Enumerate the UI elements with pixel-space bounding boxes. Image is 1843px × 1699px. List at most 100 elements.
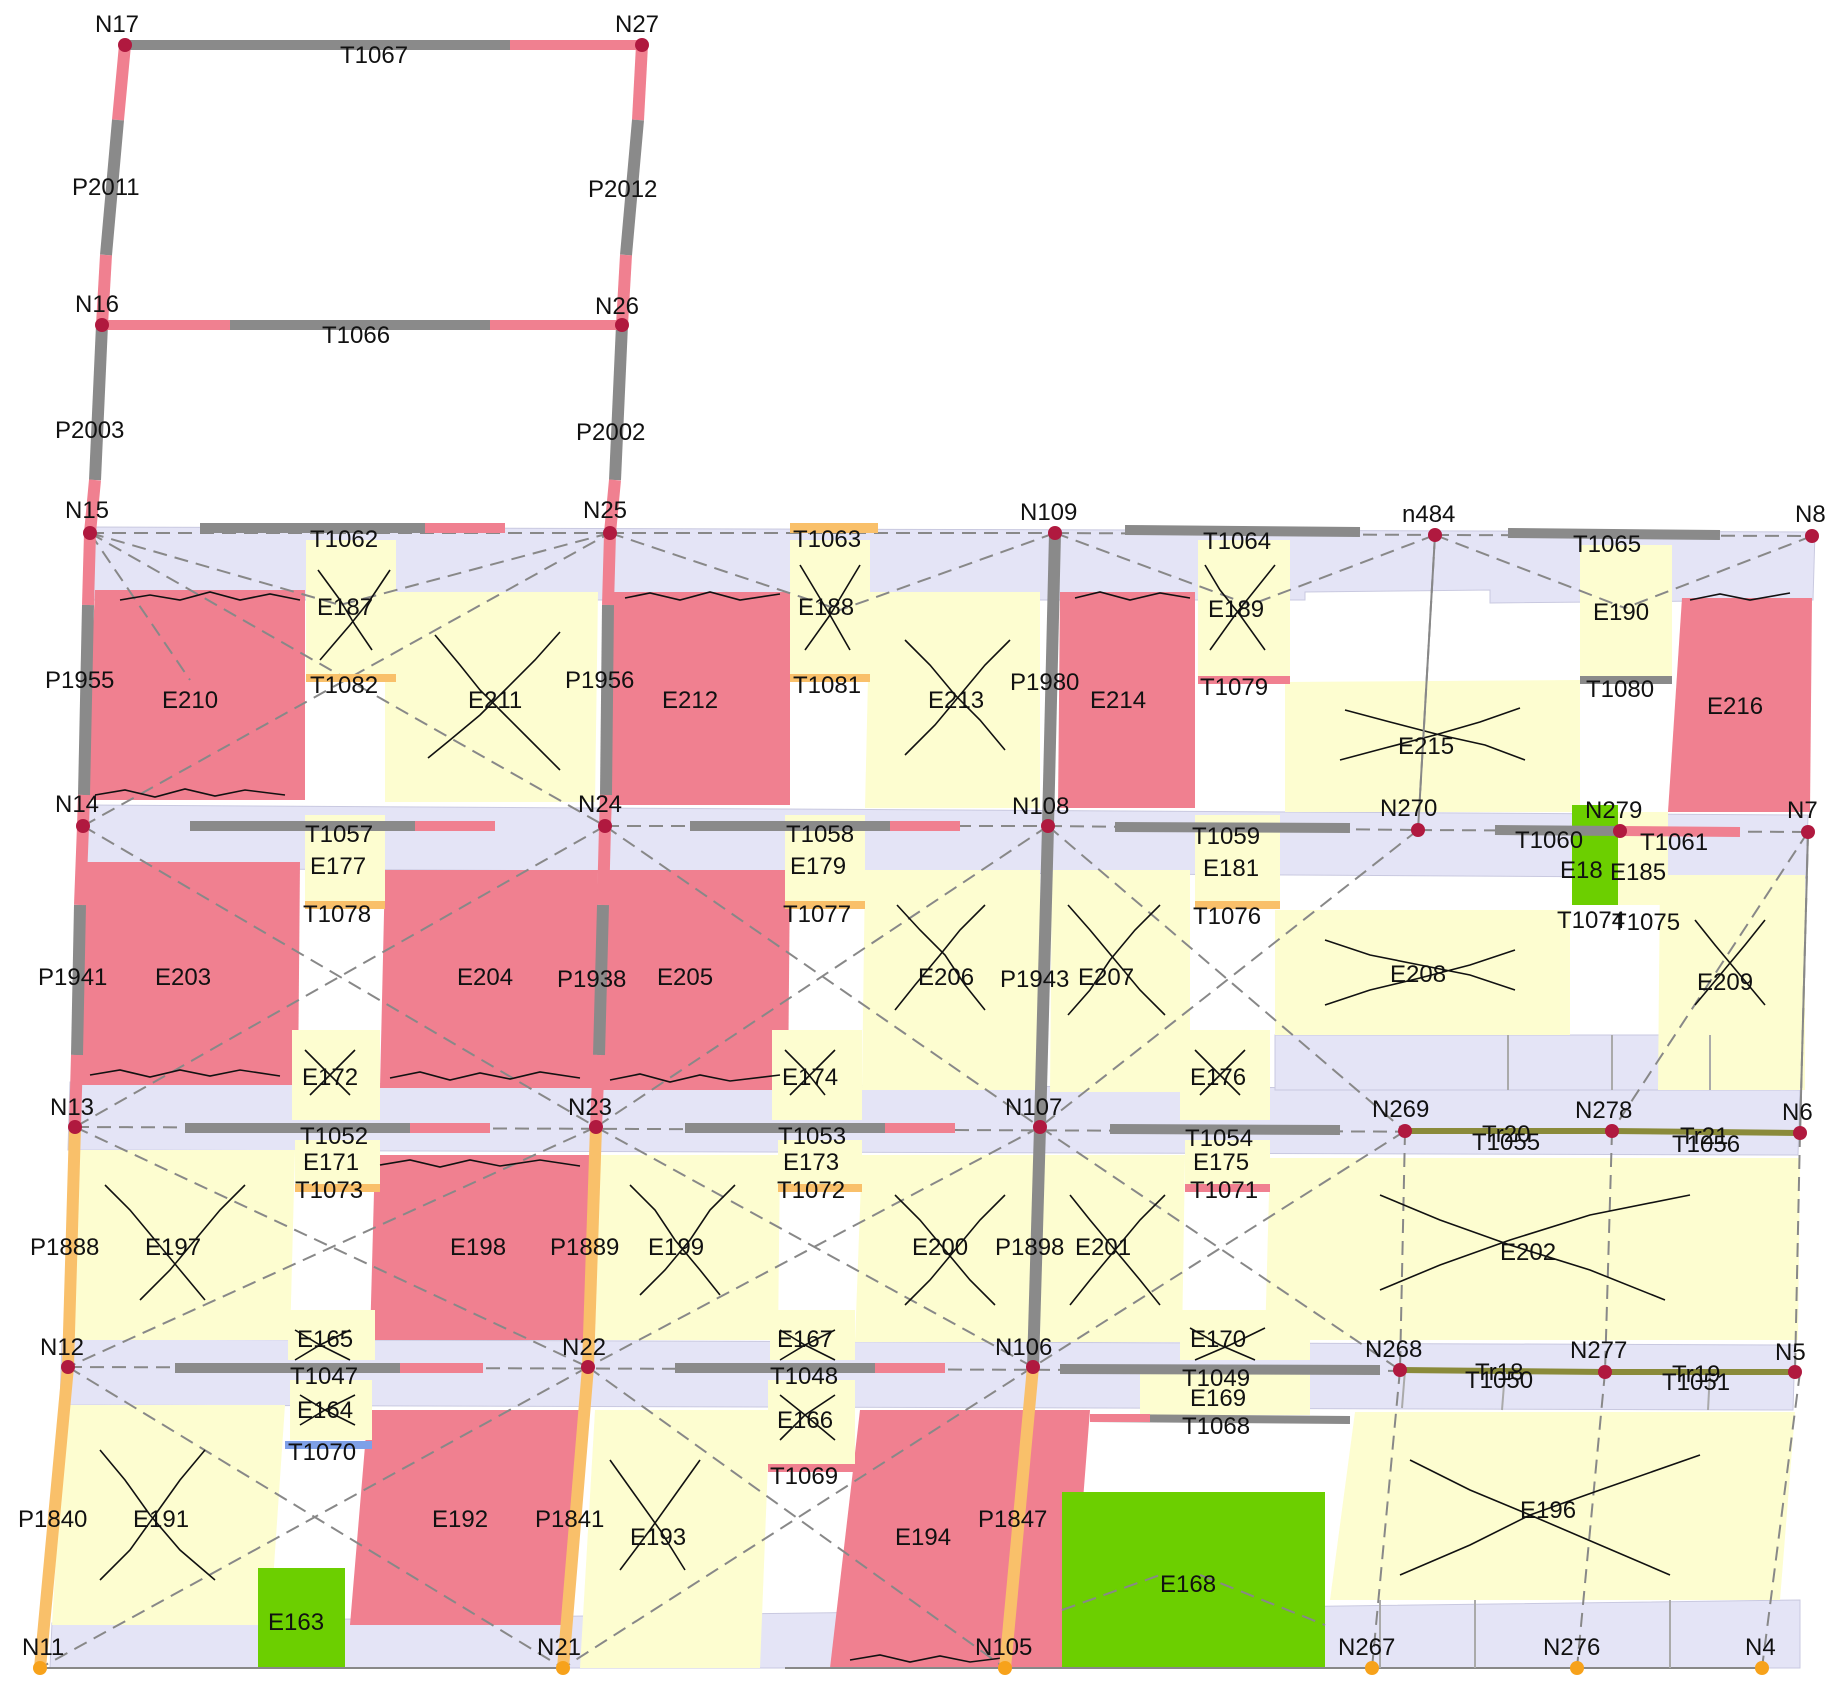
pier-P2011[interactable] — [112, 44, 131, 121]
pier-P1840[interactable] — [34, 1366, 74, 1669]
beam-T1054[interactable] — [1109, 1124, 1341, 1135]
beam-T1064[interactable] — [1124, 525, 1361, 537]
panel-E163[interactable] — [258, 1568, 345, 1668]
beam-T1061[interactable] — [1619, 826, 1741, 837]
panel-E216[interactable] — [1668, 598, 1812, 812]
pier-P2012[interactable] — [632, 44, 648, 121]
panel-E208[interactable] — [1275, 910, 1570, 1035]
node-N109[interactable] — [1048, 526, 1062, 540]
panel-E205[interactable] — [600, 870, 790, 1090]
pier-P1888[interactable] — [62, 1126, 81, 1368]
panel-E175[interactable] — [1185, 1140, 1270, 1190]
node-N15[interactable] — [83, 526, 97, 540]
beam-T1060[interactable] — [1494, 825, 1621, 836]
pier-P1938[interactable] — [593, 904, 609, 1056]
panel-label-E176: E176 — [1190, 1064, 1246, 1091]
panel-E214[interactable] — [1058, 592, 1195, 808]
panel-E179[interactable] — [785, 815, 865, 905]
node-N105[interactable] — [998, 1661, 1012, 1675]
pier-P1889[interactable] — [582, 1126, 602, 1368]
node-N4[interactable] — [1755, 1661, 1769, 1675]
panel-E170[interactable] — [1180, 1310, 1310, 1360]
panel-E174[interactable] — [772, 1030, 862, 1120]
panel-E167[interactable] — [770, 1310, 855, 1360]
panel-E168[interactable] — [1062, 1492, 1325, 1668]
pier-P1847[interactable] — [999, 1366, 1039, 1669]
node-N17[interactable] — [118, 38, 132, 52]
node-N268[interactable] — [1393, 1363, 1407, 1377]
beam-T1059[interactable] — [1114, 822, 1351, 833]
node-N11[interactable] — [33, 1661, 47, 1675]
node-N13[interactable] — [68, 1120, 82, 1134]
panel-E172[interactable] — [292, 1030, 380, 1120]
beam-T1065[interactable] — [1507, 528, 1721, 540]
panel-E194[interactable] — [830, 1410, 1090, 1668]
pier-P2003[interactable] — [89, 324, 108, 481]
node-N5[interactable] — [1788, 1365, 1802, 1379]
panel-label-E166: E166 — [777, 1407, 833, 1434]
node-N267[interactable] — [1365, 1661, 1379, 1675]
element-label-T1073: T1073 — [295, 1177, 363, 1204]
panel-E190[interactable] — [1580, 545, 1672, 680]
panel-E169[interactable] — [1140, 1365, 1310, 1415]
panel-E171[interactable] — [295, 1140, 380, 1190]
panel-E196[interactable] — [1330, 1412, 1795, 1600]
panel-E166[interactable] — [768, 1380, 855, 1465]
pier-P1841[interactable] — [557, 1366, 594, 1669]
element-label-P2002: P2002 — [576, 419, 645, 446]
node-N25[interactable] — [603, 526, 617, 540]
node-N277[interactable] — [1598, 1365, 1612, 1379]
pier-P1955[interactable] — [78, 604, 94, 796]
panel-E204[interactable] — [380, 870, 598, 1088]
node-N276[interactable] — [1570, 1661, 1584, 1675]
panel-E164[interactable] — [290, 1380, 372, 1440]
node-N269[interactable] — [1398, 1124, 1412, 1138]
node-N27[interactable] — [635, 38, 649, 52]
node-N21[interactable] — [556, 1661, 570, 1675]
panel-E198[interactable] — [370, 1155, 590, 1340]
panel-E209[interactable] — [1658, 875, 1805, 1090]
beam-T1049[interactable] — [1059, 1364, 1381, 1375]
node-N22[interactable] — [581, 1360, 595, 1374]
pier-P1943[interactable] — [1034, 825, 1054, 1128]
node-N6[interactable] — [1793, 1126, 1807, 1140]
node-N8[interactable] — [1805, 529, 1819, 543]
node-N108[interactable] — [1041, 819, 1055, 833]
node-N24[interactable] — [598, 819, 612, 833]
node-N106[interactable] — [1026, 1360, 1040, 1374]
tie-Tr21[interactable] — [1611, 1128, 1801, 1136]
node-N23[interactable] — [589, 1120, 603, 1134]
panel-E210[interactable] — [85, 590, 305, 800]
tie-Tr18[interactable] — [1399, 1367, 1606, 1375]
panel-E193[interactable] — [580, 1410, 770, 1668]
panel-E206[interactable] — [862, 870, 1040, 1090]
panel-label-E167: E167 — [777, 1326, 833, 1353]
panel-E176[interactable] — [1180, 1030, 1270, 1120]
pier-P2002[interactable] — [609, 324, 628, 481]
pier-P1941[interactable] — [71, 904, 86, 1056]
panel-E212[interactable] — [605, 592, 790, 805]
node-N270[interactable] — [1411, 823, 1425, 837]
node-n484[interactable] — [1428, 528, 1442, 542]
panel-E188[interactable] — [790, 540, 870, 682]
node-N26[interactable] — [615, 318, 629, 332]
node-N107[interactable] — [1033, 1120, 1047, 1134]
panel-E173[interactable] — [778, 1140, 862, 1190]
panel-E187[interactable] — [306, 540, 396, 680]
panel-E177[interactable] — [305, 815, 385, 905]
pier-P1898[interactable] — [1027, 1126, 1046, 1368]
panel-E181[interactable] — [1195, 815, 1280, 905]
panel-E197[interactable] — [65, 1150, 295, 1340]
panel-E213[interactable] — [865, 592, 1040, 808]
node-N16[interactable] — [95, 318, 109, 332]
panel-E192[interactable] — [350, 1410, 582, 1625]
pier-P1956[interactable] — [600, 604, 614, 796]
panel-E203[interactable] — [72, 862, 300, 1085]
node-N12[interactable] — [61, 1360, 75, 1374]
node-N278[interactable] — [1605, 1124, 1619, 1138]
node-N14[interactable] — [76, 819, 90, 833]
pier-P1980[interactable] — [1042, 532, 1061, 827]
panel-E165[interactable] — [288, 1310, 375, 1360]
node-N7[interactable] — [1801, 825, 1815, 839]
node-N279[interactable] — [1613, 824, 1627, 838]
